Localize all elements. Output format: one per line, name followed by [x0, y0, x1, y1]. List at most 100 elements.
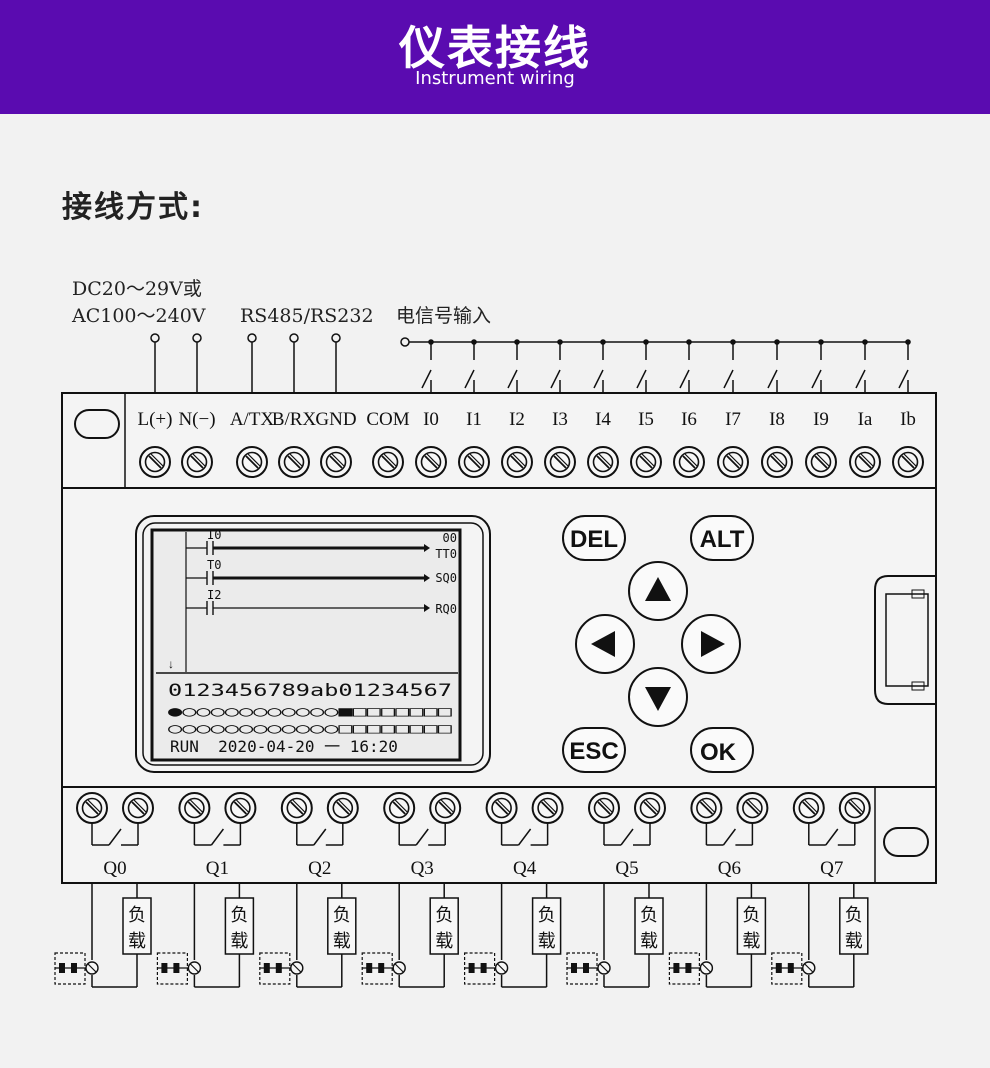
output-label-1: Q1	[206, 858, 229, 879]
terminal-screw-0	[139, 446, 171, 478]
lcd-run-status: RUN 2020-04-20 一 16:20	[170, 737, 398, 756]
comm-label: RS485/RS232	[240, 305, 374, 327]
esc-button-label: ESC	[569, 738, 618, 765]
input-switch-blade-11	[636, 369, 647, 389]
power-source-cell-a-5	[571, 963, 577, 973]
ok-button[interactable]: OK	[690, 727, 754, 773]
supply-node-mark-0	[87, 963, 97, 973]
up-arrow-icon	[645, 577, 671, 601]
terminal-node-2	[247, 333, 257, 343]
load-char-2-7: 载	[845, 931, 863, 951]
input-switch-blade-6	[421, 369, 432, 389]
terminal-node-1	[192, 333, 202, 343]
output-screw-a-2	[280, 792, 313, 824]
mount-slot-bottom	[883, 827, 929, 857]
terminal-screw-14	[761, 446, 793, 478]
supply-node-mark-7	[804, 963, 814, 973]
input-switch-blade-7	[464, 369, 475, 389]
output-screw-b-3	[429, 792, 462, 824]
output-label-4: Q4	[513, 858, 537, 879]
output-contact-blade-3	[415, 828, 429, 846]
terminal-label-6: I0	[423, 409, 439, 430]
load-box-1	[224, 897, 255, 955]
terminal-screw-1	[181, 446, 213, 478]
input-switch-blade-14	[767, 369, 778, 389]
terminal-label-3: B/RX	[272, 409, 317, 430]
power-source-cell-b-3	[378, 963, 385, 973]
load-box-0	[122, 897, 152, 955]
ladder-coil-label-3: RQ0	[435, 602, 457, 616]
ladder-coil-label-2: SQ0	[435, 571, 457, 585]
load-char-1-0: 负	[128, 905, 146, 925]
terminal-label-15: I9	[813, 409, 829, 430]
output-label-2: Q2	[308, 858, 331, 879]
ladder-coil-arrow-0	[424, 544, 430, 552]
terminal-label-9: I3	[552, 409, 568, 430]
output-contact-blade-7	[825, 828, 839, 846]
left-button[interactable]	[575, 614, 635, 674]
right-arrow-icon	[701, 631, 725, 657]
output-screw-a-5	[588, 792, 620, 824]
power-source-cell-b-0	[71, 963, 77, 973]
input-switch-blade-10	[593, 369, 604, 389]
power-source-cell-b-1	[173, 963, 180, 973]
alt-button-label: ALT	[700, 526, 745, 553]
load-char-1-1: 负	[230, 905, 248, 925]
load-char-1-5: 负	[640, 905, 658, 925]
alt-button[interactable]: ALT	[690, 515, 754, 561]
supply-node-mark-1	[189, 963, 199, 973]
output-screw-a-0	[76, 792, 108, 824]
power-source-cell-a-3	[366, 963, 373, 973]
supply-node-mark-3	[394, 963, 404, 973]
down-button[interactable]	[628, 667, 688, 727]
output-contact-blade-4	[517, 828, 532, 846]
load-char-2-5: 载	[640, 931, 658, 951]
lcd-screen	[150, 528, 462, 762]
lcd-status-row-2: ○○○○○○○○○○○○□□□□□□□□	[168, 721, 453, 737]
input-switch-blade-17	[898, 369, 909, 389]
terminal-label-12: I6	[681, 409, 697, 430]
power-source-cell-b-5	[583, 963, 589, 973]
output-screw-a-4	[485, 792, 518, 824]
supply-node-mark-2	[292, 963, 302, 973]
ladder-coil-arrow-2	[424, 604, 430, 612]
power-source-cell-b-4	[480, 963, 487, 973]
terminal-label-16: Ia	[858, 409, 873, 430]
load-char-1-3: 负	[435, 905, 453, 925]
output-label-7: Q7	[820, 858, 843, 879]
ladder-coil-label-1: TT0	[435, 547, 457, 561]
load-char-1-7: 负	[845, 905, 863, 925]
header-banner: 仪表接线 Instrument wiring	[0, 0, 990, 114]
right-button[interactable]	[681, 614, 741, 674]
power-label-ac: AC100～240V	[71, 305, 206, 327]
output-contact-blade-6	[722, 828, 737, 846]
load-char-2-0: 载	[128, 931, 146, 951]
up-button[interactable]	[628, 561, 688, 621]
load-char-2-6: 载	[742, 931, 760, 951]
output-screw-a-7	[792, 792, 825, 824]
terminal-screw-8	[501, 446, 533, 478]
del-button[interactable]: DEL	[562, 515, 626, 561]
section-heading: 接线方式:	[62, 190, 204, 225]
output-label-6: Q6	[718, 858, 741, 879]
load-char-1-2: 负	[333, 905, 351, 925]
page-title: 仪表接线	[399, 21, 591, 75]
output-contact-blade-0	[108, 828, 122, 846]
ladder-coil-arrow-1	[424, 574, 430, 582]
down-arrow-icon	[645, 687, 671, 711]
terminal-screw-4	[320, 446, 352, 478]
terminal-label-17: Ib	[900, 409, 916, 430]
terminal-label-14: I8	[769, 409, 785, 430]
esc-button[interactable]: ESC	[562, 727, 626, 773]
output-screw-b-5	[634, 792, 666, 824]
load-char-2-3: 载	[435, 931, 453, 951]
lcd-status-row-1: ●○○○○○○○○○○○■□□□□□□□	[168, 704, 453, 720]
terminal-label-0: L(+)	[138, 409, 173, 430]
supply-node-mark-6	[701, 963, 711, 973]
input-switch-blade-8	[507, 369, 518, 389]
terminal-label-13: I7	[725, 409, 741, 430]
del-button-label: DEL	[570, 526, 618, 553]
terminal-screw-15	[805, 446, 837, 478]
